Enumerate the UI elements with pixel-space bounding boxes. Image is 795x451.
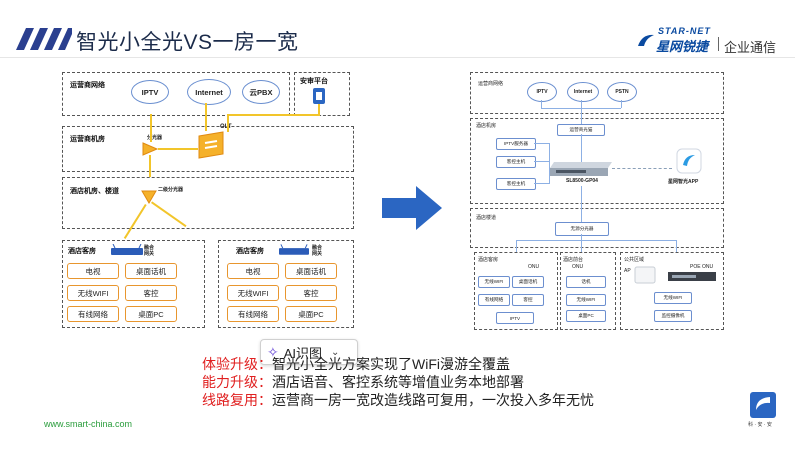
r-guest-control: 客控 — [512, 294, 544, 306]
r-guest-iptv: IPTV — [496, 312, 534, 324]
room2-cell-pc: 桌面PC — [285, 306, 337, 322]
room2-cell-wired: 有线网络 — [227, 306, 279, 322]
r-passive-splitter: 无源分光器 — [555, 222, 609, 236]
badge-text: 科 · 安 · 安 — [748, 422, 772, 428]
splitter-icon — [142, 142, 158, 156]
notes: 体验升级：智光小全光方案实现了WiFi漫游全覆盖 能力升级：酒店语音、客控系统等… — [202, 355, 594, 409]
r-ap-label: AP — [624, 268, 631, 274]
r-frontdesk-onu-label: ONU — [572, 264, 584, 270]
secondary-splitter-label: 二级分光器 — [158, 187, 184, 193]
room2-cell-wifi: 无线WIFI — [227, 285, 279, 301]
r-public-wifi: 无线WIFI — [654, 292, 692, 304]
note-2-text: 酒店语音、客控系统等增值业务本地部署 — [272, 374, 524, 390]
logo-cn: 星网锐捷 — [656, 39, 709, 54]
room-title-2: 酒店客房 — [236, 248, 264, 255]
room1-cell-wifi: 无线WIFI — [67, 285, 119, 301]
cloud-internet: Internet — [187, 79, 231, 105]
cloud-iptv: IPTV — [131, 80, 169, 104]
room1-cell-control: 客控 — [125, 285, 177, 301]
ai-button-label: AI识图 — [283, 345, 323, 361]
brand-logo: STAR-NET 星网锐捷 企业通信 — [636, 26, 786, 55]
poe-onu-icon — [668, 272, 716, 281]
stripes-icon — [16, 28, 72, 50]
r-switch-label: SL8500-GP04 — [566, 178, 598, 184]
room2-cell-tv: 电视 — [227, 263, 279, 279]
room2-cell-control: 客控 — [285, 285, 337, 301]
room1-cell-phone: 桌面话机 — [125, 263, 177, 279]
room-title-1: 酒店客房 — [68, 248, 96, 255]
logo-icon — [638, 34, 654, 46]
r-guest-room-label: 酒店客房 — [478, 257, 499, 263]
r-hotel-room-label: 酒店机房 — [476, 123, 497, 129]
r-operator-network-label: 运营商网络 — [478, 81, 504, 87]
app-icon — [676, 148, 702, 174]
footer-url[interactable]: www.smart-china.com — [44, 419, 133, 429]
splitter-label: 分光器 — [147, 135, 163, 141]
room1-cell-pc: 桌面PC — [125, 306, 177, 322]
security-icon — [313, 88, 325, 104]
room1-cell-wired: 有线网络 — [67, 306, 119, 322]
security-platform-label: 安审平台 — [300, 78, 328, 85]
r-cloud-internet: Internet — [567, 82, 599, 102]
note-2-label: 能力升级： — [202, 374, 272, 390]
r-server-control-1: 客控主机 — [496, 156, 536, 168]
secondary-splitter-icon — [141, 190, 157, 204]
r-corridor-label: 酒店楼道 — [476, 215, 497, 221]
room2-cell-phone: 桌面话机 — [285, 263, 337, 279]
badge-icon — [750, 392, 776, 418]
gateway-icon — [111, 244, 143, 255]
cloud-pbx: 云PBX — [242, 80, 280, 104]
gateway-label-2: 融合网关 — [312, 245, 323, 257]
note-1-label: 体验升级： — [202, 356, 272, 372]
r-public-camera: 监控摄像机 — [654, 310, 692, 322]
r-guest-onu-label: ONU — [528, 264, 540, 270]
r-cloud-iptv: IPTV — [527, 82, 557, 102]
hotel-floor-label: 酒店机房、楼道 — [70, 188, 119, 195]
logo-en: STAR-NET — [658, 26, 711, 36]
note-3: 线路复用：运营商一房一宽改造线路可复用，一次投入多年无忧 — [202, 391, 594, 409]
r-frontdesk-label: 酒店前台 — [563, 257, 584, 263]
r-cloud-pstn: PSTN — [607, 82, 637, 102]
chevron-down-icon[interactable]: ⌄ — [331, 346, 340, 358]
r-server-control-2: 客控主机 — [496, 178, 536, 190]
note-2: 能力升级：酒店语音、客控系统等增值业务本地部署 — [202, 373, 594, 391]
sparkle-icon: ✧ — [267, 343, 279, 360]
olt-label: OLT — [220, 124, 232, 130]
r-poe-onu-label: POE ONU — [690, 264, 714, 270]
note-1-text: 智光小全光方案实现了WiFi漫游全覆盖 — [272, 356, 510, 372]
hotel-floor-box — [62, 177, 354, 229]
r-public-area-label: 公共区域 — [624, 257, 645, 263]
room1-cell-tv: 电视 — [67, 263, 119, 279]
olt-icon — [198, 131, 224, 159]
logo-biz: 企业通信 — [724, 40, 777, 55]
operator-room-box — [62, 126, 354, 172]
r-guest-phone: 桌面话机 — [512, 276, 544, 288]
gateway-label-1: 融合网关 — [144, 245, 155, 257]
page-title: 智光小全光VS一房一宽 — [76, 31, 299, 54]
note-3-label: 线路复用： — [202, 392, 272, 408]
ai-recognize-button[interactable]: ✧ AI识图 ⌄ — [260, 339, 358, 365]
r-guest-wifi: 无线WIFI — [478, 276, 510, 288]
r-frontdesk-wifi: 无线WIFI — [566, 294, 606, 306]
r-app-label: 星网智光APP — [668, 179, 699, 185]
r-guest-wired: 有线网络 — [478, 294, 510, 306]
switch-icon — [550, 162, 612, 176]
gateway-icon — [279, 244, 309, 255]
r-frontdesk-phone: 话机 — [566, 276, 606, 288]
operator-room-label: 运营商机房 — [70, 136, 105, 143]
arrow-icon — [382, 186, 442, 230]
ap-icon — [634, 266, 656, 284]
r-frontdesk-pc: 桌面PC — [566, 310, 606, 322]
operator-network-label: 运营商网络 — [70, 82, 105, 89]
note-3-text: 运营商一房一宽改造线路可复用，一次投入多年无忧 — [272, 392, 594, 408]
r-server-iptv: IPTV服务器 — [496, 138, 536, 150]
note-1: 体验升级：智光小全光方案实现了WiFi漫游全覆盖 — [202, 355, 594, 373]
